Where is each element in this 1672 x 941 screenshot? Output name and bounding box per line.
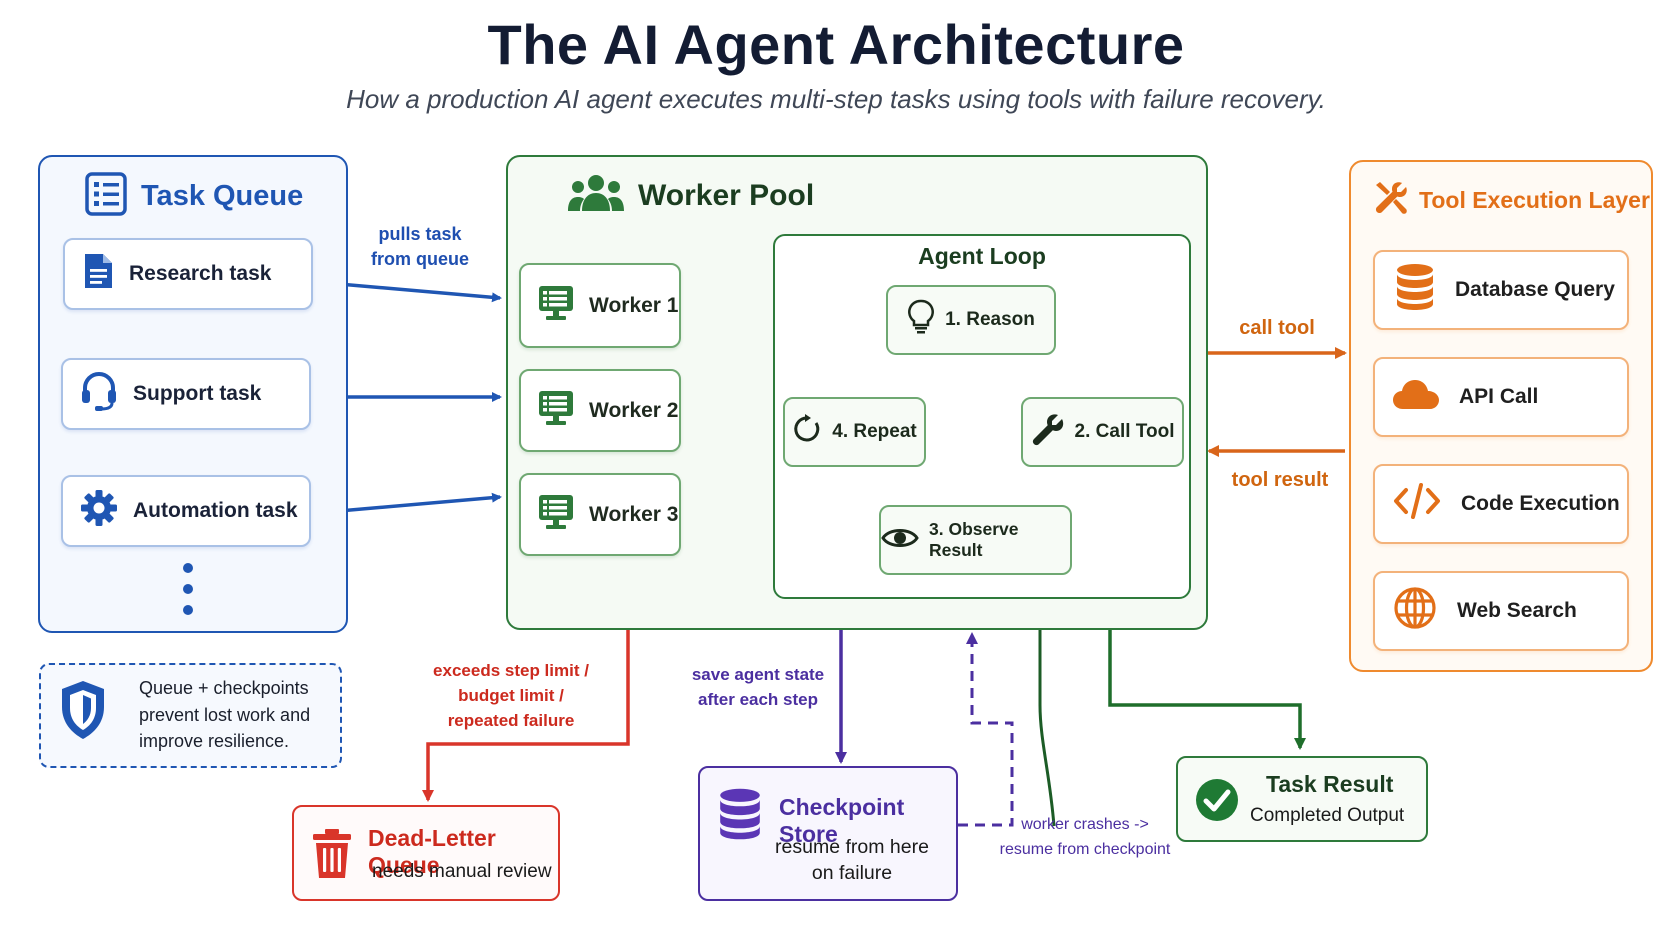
loop-step-reason[interactable]: 1. Reason	[886, 285, 1056, 355]
globe-icon	[1393, 586, 1437, 636]
more-tasks-ellipsis	[183, 563, 193, 626]
task-card-research[interactable]: Research task	[63, 238, 313, 310]
tool-card-database[interactable]: Database Query	[1373, 250, 1629, 330]
worker-label: Worker 1	[589, 293, 679, 317]
tool-label: Code Execution	[1461, 492, 1620, 515]
list-icon	[85, 172, 127, 221]
task-card-support[interactable]: Support task	[61, 358, 311, 430]
agent-loop-title: Agent Loop	[918, 243, 1046, 269]
tools-icon	[1373, 180, 1409, 221]
note-line: Queue + checkpoints	[139, 678, 309, 698]
pull-label-line: from queue	[370, 249, 469, 269]
resume-arrow	[958, 632, 1014, 827]
pull-label-line: pulls task	[378, 224, 462, 244]
gear-icon	[79, 488, 119, 534]
tool-card-api[interactable]: API Call	[1373, 357, 1629, 437]
task-result-box[interactable]: Task Result Completed Output	[1176, 756, 1428, 842]
tool-label: API Call	[1459, 385, 1539, 408]
worker-crash-line	[1038, 628, 1056, 827]
database-icon	[1395, 263, 1435, 317]
loop-step-observe[interactable]: 3. Observe Result	[879, 505, 1072, 575]
flow-label-line: worker crashes ->	[1021, 816, 1149, 833]
lightbulb-icon	[907, 299, 935, 341]
note-line: improve resilience.	[139, 731, 290, 751]
flow-label-line: budget limit /	[458, 686, 564, 705]
tool-result-label: tool result	[1231, 469, 1329, 491]
trash-icon	[312, 829, 352, 884]
loop-step-call-tool[interactable]: 2. Call Tool	[1021, 397, 1184, 467]
tool-label: Database Query	[1455, 278, 1615, 301]
monitor-icon	[537, 284, 575, 328]
task-queue-title: Task Queue	[141, 180, 304, 212]
task-label: Automation task	[133, 499, 298, 522]
task-result-subtitle: Completed Output	[1250, 805, 1405, 826]
eye-icon	[881, 525, 919, 556]
page-title: The AI Agent Architecture	[487, 13, 1185, 76]
task-result-title: Task Result	[1266, 771, 1394, 797]
wrench-icon	[1031, 412, 1065, 452]
worker-pool-header: Worker Pool	[568, 173, 814, 218]
call-tool-label: call tool	[1239, 317, 1315, 339]
code-icon	[1393, 481, 1441, 527]
worker-label: Worker 2	[589, 398, 679, 422]
database-icon	[718, 786, 762, 847]
check-circle-icon	[1195, 778, 1239, 827]
tool-label: Web Search	[1457, 599, 1577, 622]
document-icon	[81, 252, 115, 296]
refresh-icon	[792, 414, 822, 450]
loop-step-label: 2. Call Tool	[1074, 421, 1175, 442]
monitor-icon	[537, 493, 575, 537]
loop-step-label: 1. Reason	[945, 309, 1035, 330]
worker-label: Worker 3	[589, 502, 679, 526]
flow-label-line: save agent state	[691, 665, 825, 684]
dead-letter-title: Dead-Letter Queue	[368, 825, 496, 878]
flow-label-line: after each step	[698, 690, 818, 709]
worker-pool-title: Worker Pool	[638, 178, 815, 212]
checkpoint-subtitle-line: resume from here	[775, 836, 929, 858]
loop-step-label: 4. Repeat	[832, 421, 917, 442]
users-icon	[568, 173, 624, 218]
checkpoint-title: Checkpoint Store	[779, 794, 905, 847]
note-line: prevent lost work and	[139, 704, 311, 725]
checkpoint-store-box[interactable]: Checkpoint Store resume from here on fai…	[698, 766, 958, 901]
cloud-icon	[1393, 378, 1439, 416]
tool-card-web-search[interactable]: Web Search	[1373, 571, 1629, 651]
dead-letter-arrow	[422, 628, 630, 802]
resilience-note: Queue + checkpoints prevent lost work an…	[39, 663, 342, 768]
shield-icon	[59, 679, 107, 746]
worker-card-3[interactable]: Worker 3	[519, 473, 681, 556]
flow-label-line: resume from checkpoint	[999, 841, 1171, 858]
dead-letter-flow-label: exceeds step limit / budget limit / repe…	[421, 658, 601, 733]
task-card-automation[interactable]: Automation task	[61, 475, 311, 547]
dead-letter-subtitle: needs manual review	[372, 861, 552, 882]
checkpoint-flow-label: save agent state after each step	[678, 662, 838, 712]
task-label: Support task	[133, 382, 262, 405]
loop-step-repeat[interactable]: 4. Repeat	[783, 397, 926, 467]
loop-step-label: 3. Observe Result	[929, 519, 1019, 560]
page-subtitle: How a production AI agent executes multi…	[346, 84, 1326, 114]
flow-label-line: repeated failure	[447, 711, 575, 730]
checkpoint-subtitle-line: on failure	[811, 862, 893, 884]
monitor-icon	[537, 389, 575, 433]
task-queue-header: Task Queue	[85, 172, 303, 221]
worker-card-2[interactable]: Worker 2	[519, 369, 681, 452]
tool-layer-header: Tool Execution Layer	[1373, 180, 1650, 221]
tool-layer-title: Tool Execution Layer	[1419, 187, 1650, 213]
dead-letter-queue-box[interactable]: Dead-Letter Queue needs manual review	[292, 805, 560, 901]
headset-icon	[79, 370, 119, 418]
pull-task-label: pulls task from queue	[360, 222, 480, 272]
task-result-arrow	[1108, 628, 1306, 750]
tool-card-code[interactable]: Code Execution	[1373, 464, 1629, 544]
flow-label-line: exceeds step limit /	[433, 661, 589, 680]
resume-flow-label: worker crashes -> resume from checkpoint	[990, 812, 1180, 862]
worker-card-1[interactable]: Worker 1	[519, 263, 681, 348]
task-label: Research task	[129, 262, 272, 285]
